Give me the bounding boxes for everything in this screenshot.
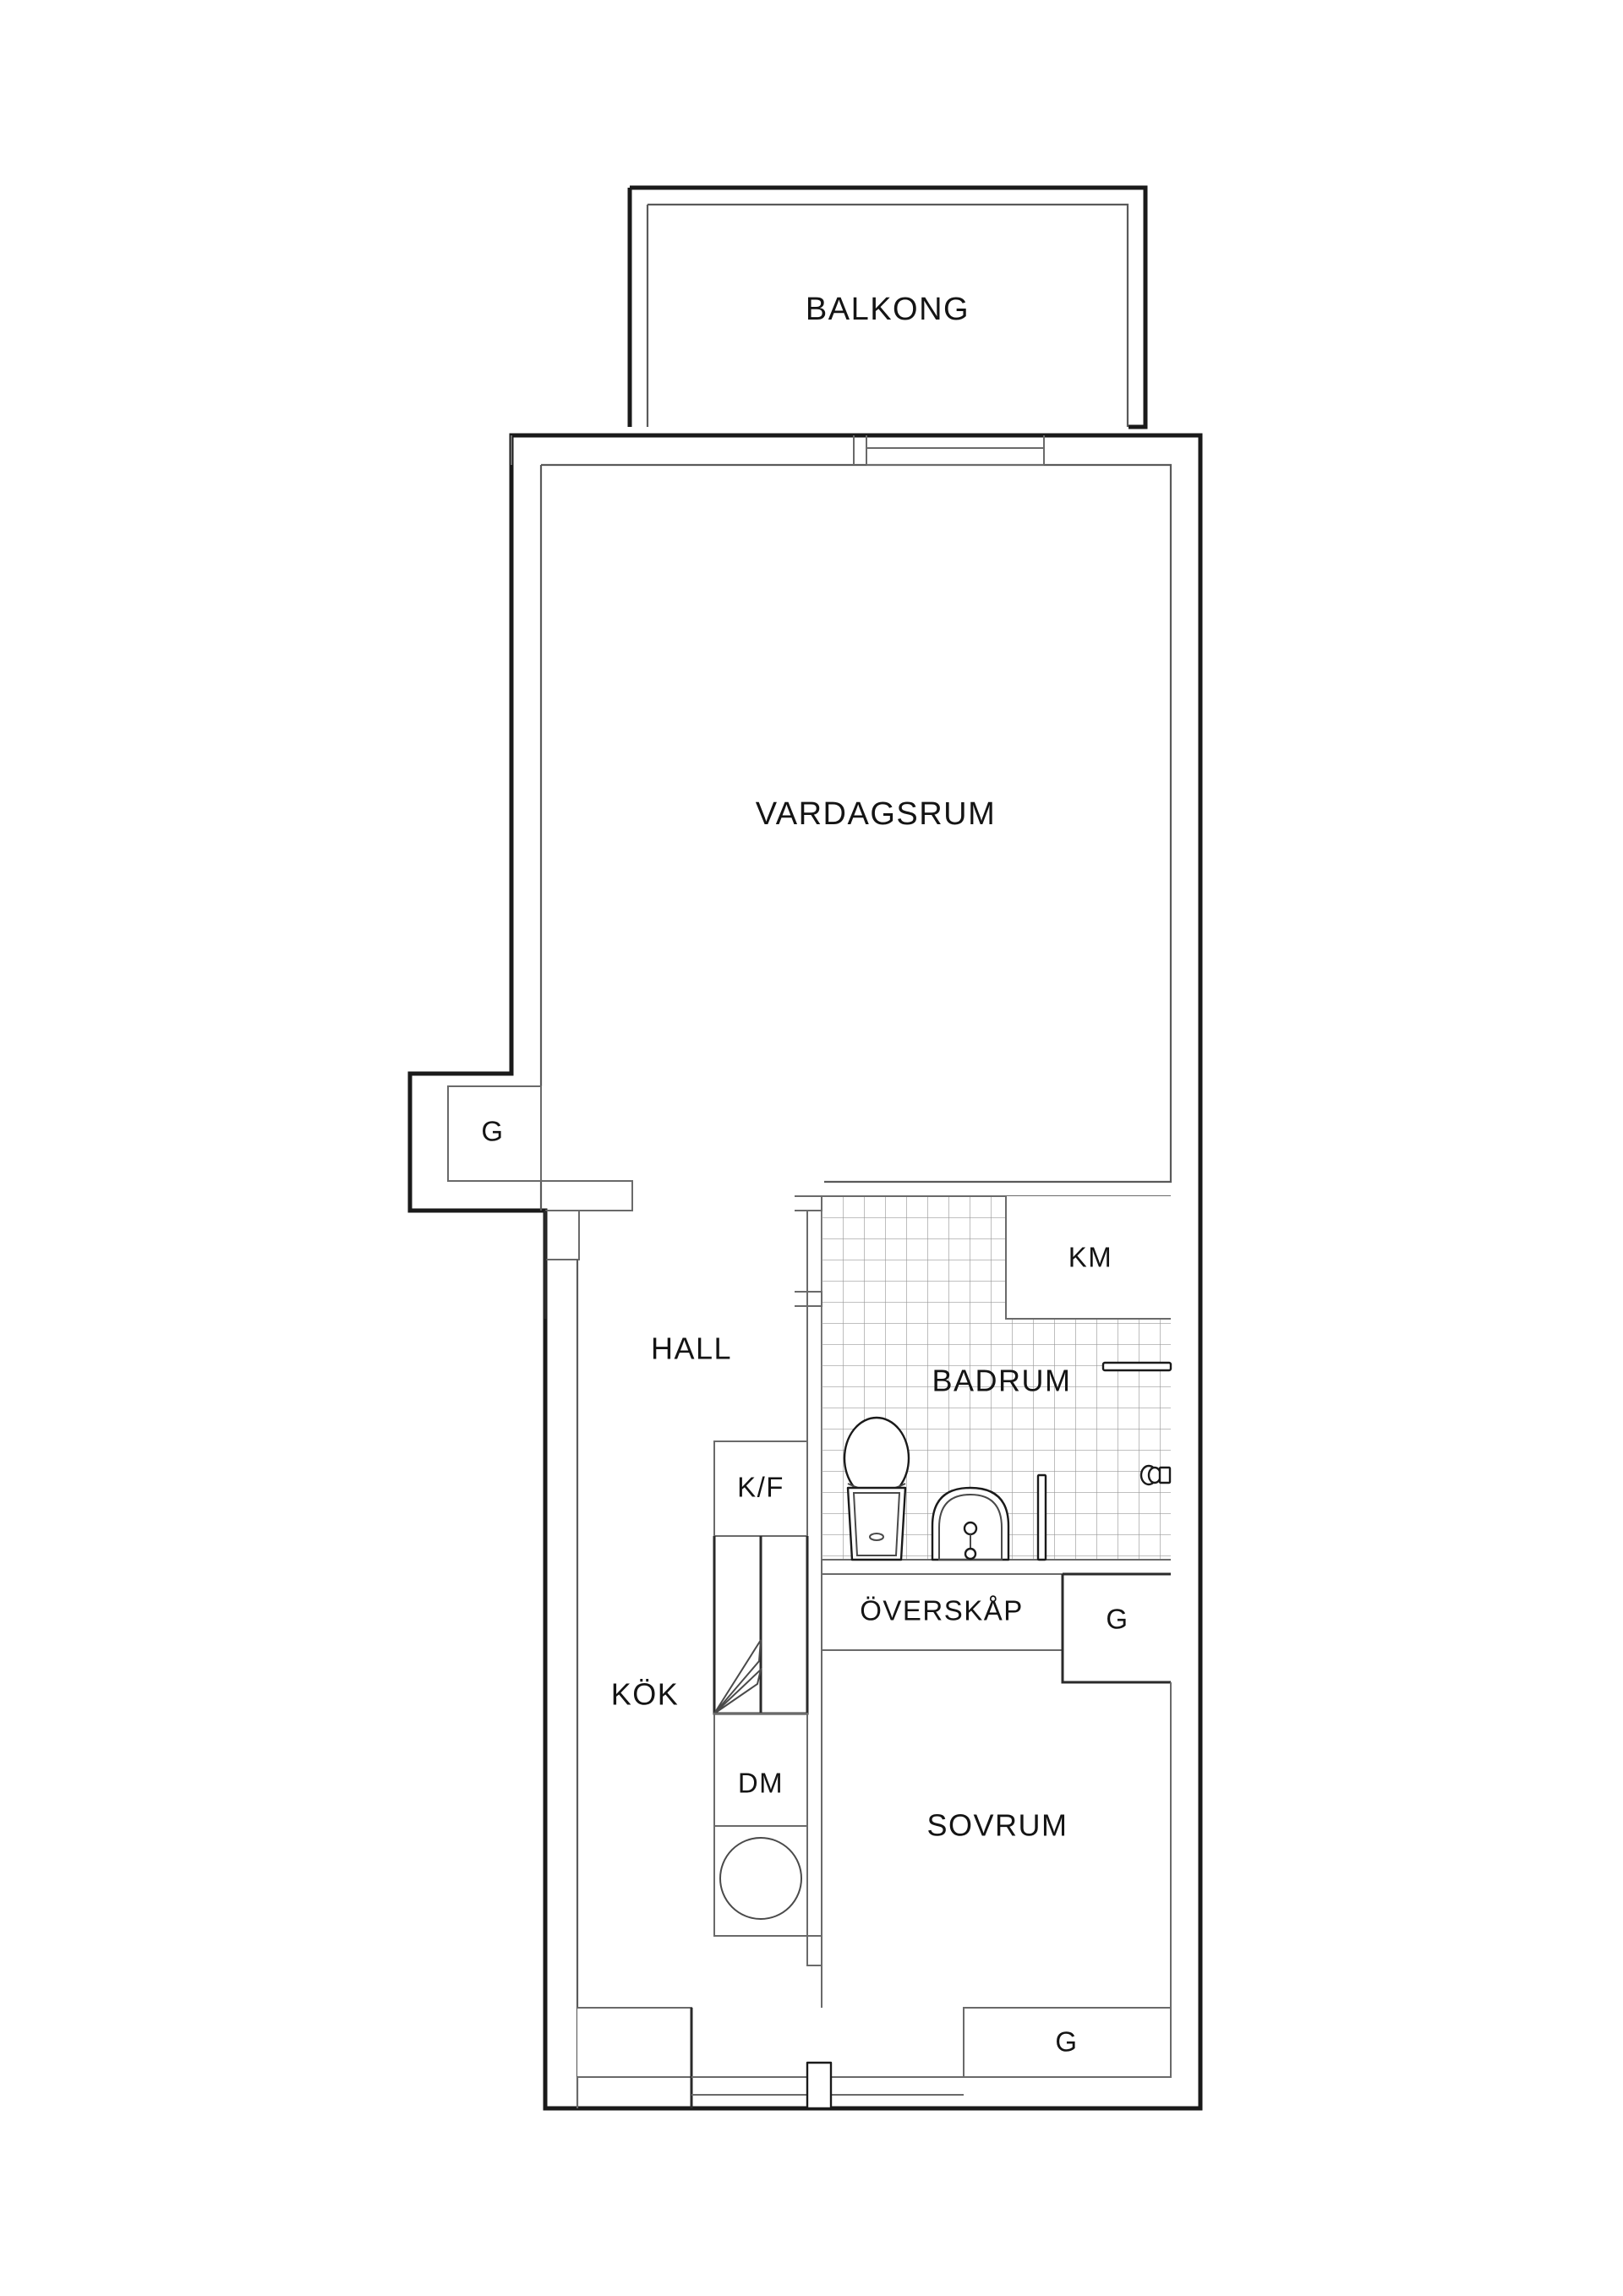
partition-wall-foot xyxy=(806,1936,822,1966)
closet-bottom-left xyxy=(577,2007,693,2108)
kitchen-label: KÖK xyxy=(611,1677,680,1712)
tumble-dryer-outline xyxy=(1005,1196,1171,1320)
upper-cabinets: ÖVERSKÅP xyxy=(822,1573,1063,1651)
wall-faucet-icon xyxy=(1139,1464,1172,1486)
shower-screen-icon xyxy=(1036,1473,1047,1561)
bathroom-label: BADRUM xyxy=(932,1364,1071,1398)
dishwasher-label: DM xyxy=(738,1768,784,1799)
toilet-icon xyxy=(843,1416,910,1561)
towel-rail-icon xyxy=(1101,1361,1172,1372)
hall-label: HALL xyxy=(651,1331,732,1366)
living-room-label: VARDAGSRUM xyxy=(756,796,997,832)
balcony-label: BALKONG xyxy=(806,292,970,327)
balcony-door-and-window-group xyxy=(511,435,1045,466)
kitchen-room: DM KÖK xyxy=(611,1536,809,1937)
wall-jog-below-closet xyxy=(541,1180,633,1319)
stove-outline xyxy=(713,1825,808,1937)
upper-cabinets-fill xyxy=(822,1574,1063,1650)
balcony-outer-wall xyxy=(630,185,1148,429)
bathroom-door-nib-bottom xyxy=(795,1291,822,1307)
closet-bedroom-label: G xyxy=(1106,1604,1128,1635)
fridge-freezer-fill xyxy=(714,1441,807,1536)
closet-living-room: G xyxy=(447,1085,542,1182)
bedroom-label: SOVRUM xyxy=(926,1808,1068,1843)
balcony-room: BALKONG xyxy=(627,185,1148,429)
closet-living-room-label: G xyxy=(481,1116,504,1147)
sink-icon xyxy=(931,1486,1010,1561)
jog-lower-step xyxy=(545,1211,580,1260)
fridge-freezer-label: K/F xyxy=(737,1472,784,1503)
jog-shelf-outline xyxy=(541,1180,633,1211)
fridge-freezer: K/F xyxy=(713,1440,808,1537)
closet-living-room-fill xyxy=(448,1086,541,1181)
closet-bedroom: G xyxy=(1061,1572,1171,1684)
hall-bathroom-partition xyxy=(806,1211,822,1966)
stove-hob-icon xyxy=(713,1825,808,1937)
balcony-inner-wall xyxy=(648,203,1129,427)
closet-entry: G xyxy=(963,2007,1172,2078)
partition-wall-outline xyxy=(806,1211,822,1937)
closet-entry-fill xyxy=(964,2008,1171,2077)
kitchen-sink-icon xyxy=(713,1639,762,1714)
closet-entry-label: G xyxy=(1055,2026,1078,2058)
tumble-dryer-label: KM xyxy=(1068,1242,1113,1273)
window-mullion xyxy=(806,2061,833,2110)
window-icon xyxy=(691,2061,964,2110)
upper-cabinets-label: ÖVERSKÅP xyxy=(860,1595,1024,1626)
bedroom-room: SOVRUM xyxy=(821,1574,1172,2008)
closet-bedroom-fill xyxy=(1063,1574,1171,1682)
tumble-dryer-fill xyxy=(1006,1196,1171,1319)
closet-bedroom-outline xyxy=(1061,1572,1171,1684)
hall-room: HALL xyxy=(576,1260,732,2108)
closet-entry-outline xyxy=(963,2007,1172,2078)
living-room-inner-wall xyxy=(541,463,1172,1184)
closet-bottom-left-fill xyxy=(577,2008,691,2077)
bathroom-room: KM xyxy=(795,1195,1172,1561)
living-room: VARDAGSRUM xyxy=(511,435,1172,1211)
bathroom-door-nib-top xyxy=(795,1195,822,1211)
